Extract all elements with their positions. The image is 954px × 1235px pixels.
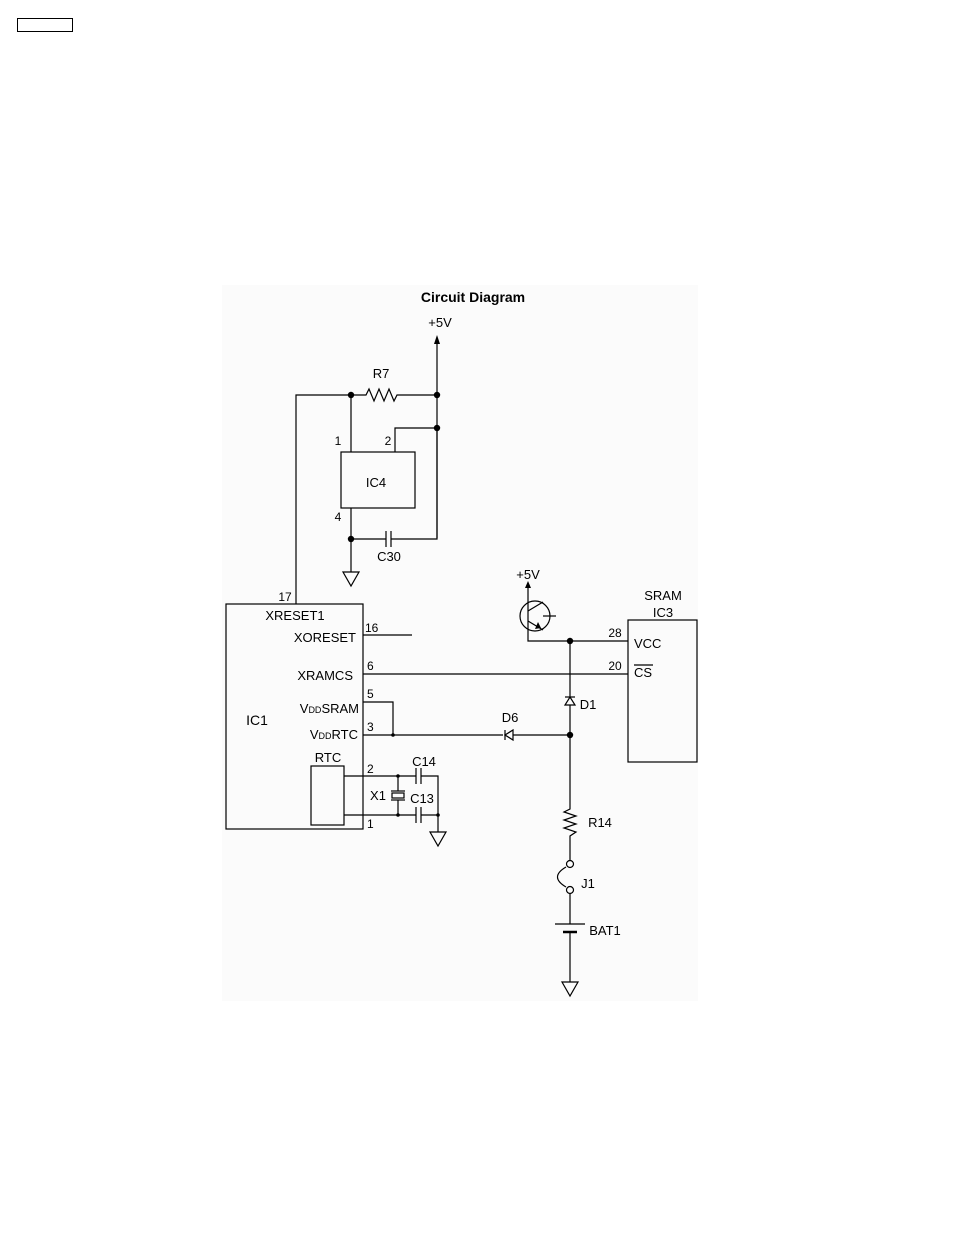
- supply-transistor-label: +5V: [516, 567, 540, 582]
- pin-number: 17: [278, 590, 292, 604]
- ic3-label: IC3: [653, 605, 673, 620]
- pin-number: 2: [385, 434, 392, 448]
- pin-number: 5: [367, 687, 374, 701]
- junction-dot: [396, 813, 400, 817]
- bat1-label: BAT1: [589, 923, 621, 938]
- x1-label: X1: [370, 788, 386, 803]
- ic4-label: IC4: [366, 475, 386, 490]
- pin-number: 1: [335, 434, 342, 448]
- pin-number: 6: [367, 659, 374, 673]
- junction-dot: [434, 392, 440, 398]
- r14-label: R14: [588, 815, 612, 830]
- sram-label: SRAM: [644, 588, 682, 603]
- pin-number: 16: [365, 621, 379, 635]
- junction-dot: [396, 774, 400, 778]
- c30-label: C30: [377, 549, 401, 564]
- c13-label: C13: [410, 791, 434, 806]
- pin-number: 3: [367, 720, 374, 734]
- pin-number: 2: [367, 762, 374, 776]
- pin-cs: CS: [634, 665, 652, 680]
- junction-dot: [348, 536, 354, 542]
- pin-xreset1: XRESET1: [265, 608, 324, 623]
- r7-label: R7: [373, 366, 390, 381]
- c14-label: C14: [412, 754, 436, 769]
- ic1-label: IC1: [246, 712, 268, 728]
- d1-label: D1: [580, 697, 597, 712]
- d6-label: D6: [502, 710, 519, 725]
- pin-number: 20: [608, 659, 622, 673]
- supply-top-label: +5V: [428, 315, 452, 330]
- pin-vcc: VCC: [634, 636, 661, 651]
- rtc-label: RTC: [315, 750, 341, 765]
- pin-number: 4: [335, 510, 342, 524]
- junction-dot: [391, 733, 395, 737]
- pin-xramcs: XRAMCS: [297, 668, 353, 683]
- pin-number: 28: [608, 626, 622, 640]
- pin-vddrtc: VDDRTC: [310, 727, 358, 742]
- diagram-title: Circuit Diagram: [421, 289, 525, 305]
- pin-number: 1: [367, 817, 374, 831]
- pin-xoreset: XORESET: [294, 630, 356, 645]
- j1-label: J1: [581, 876, 595, 891]
- junction-dot: [436, 813, 440, 817]
